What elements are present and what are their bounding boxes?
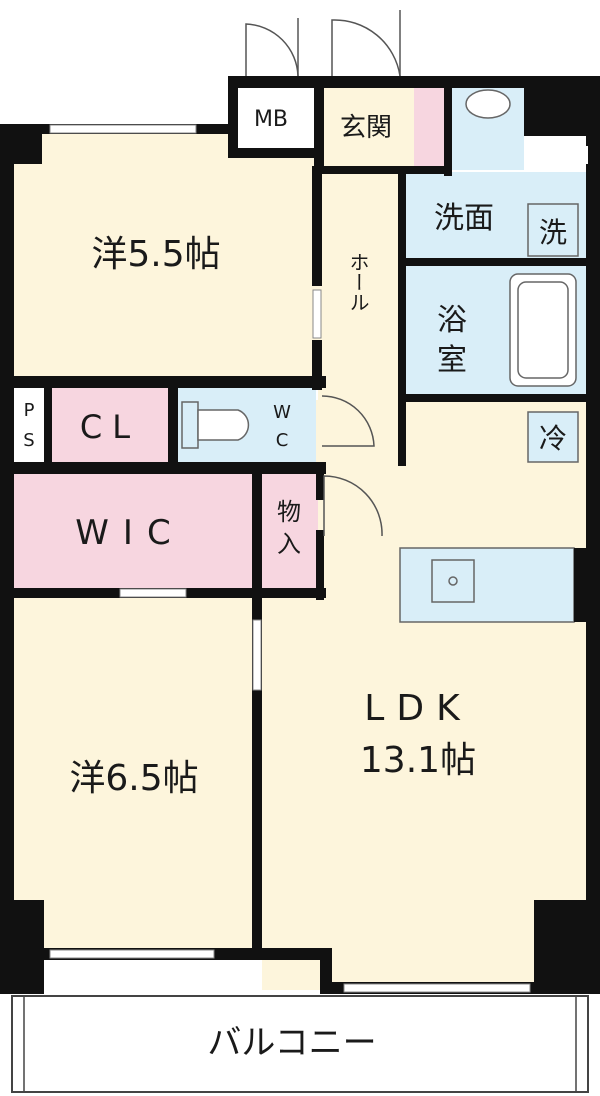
windows: [49, 124, 531, 993]
bath-label-2: 室: [437, 343, 467, 378]
bath-label-1: 浴: [437, 303, 467, 338]
bath-window: [532, 146, 588, 164]
bedroom-1-floor: [14, 132, 318, 378]
fridge-box: [527, 411, 579, 463]
entrance-label: 玄関: [340, 113, 392, 143]
balcony-floor: [11, 995, 589, 1093]
door-swings: [245, 10, 401, 537]
hall-label: ホール: [346, 252, 370, 312]
ps-label-1: P: [24, 400, 35, 421]
fixtures: [181, 89, 577, 623]
storage-label-2: 入: [277, 530, 301, 558]
storage-label-1: 物: [277, 498, 301, 526]
storage-floor: [262, 474, 318, 590]
kitchen-end-wall: [574, 548, 588, 622]
balcony-label: バルコニー: [207, 1023, 376, 1063]
ldk-label-2: 13.1帖: [360, 740, 476, 781]
ps-floor: [14, 388, 48, 464]
fridge-label: 冷: [539, 422, 567, 455]
ps-label-2: S: [23, 430, 34, 451]
ldk-label-1: LDK: [364, 688, 471, 729]
wc-label-2: C: [276, 430, 289, 451]
wic-floor: [14, 474, 252, 590]
entrance-floor: [322, 86, 418, 170]
entrance-step: [414, 86, 444, 170]
bedroom-1-label: 洋5.5帖: [91, 234, 220, 275]
mb-floor: [236, 86, 318, 150]
cl-label: CL: [80, 408, 140, 446]
washroom-label: 洗面: [434, 201, 494, 236]
washer-box: [527, 203, 579, 257]
washer-label: 洗: [539, 216, 567, 249]
bedroom-2-floor: [14, 598, 252, 948]
cl-floor: [52, 388, 170, 464]
wc-label-1: W: [273, 402, 291, 423]
mb-label: MB: [254, 107, 288, 132]
wic-label: WIC: [75, 513, 184, 553]
bedroom-2-label: 洋6.5帖: [69, 758, 198, 799]
